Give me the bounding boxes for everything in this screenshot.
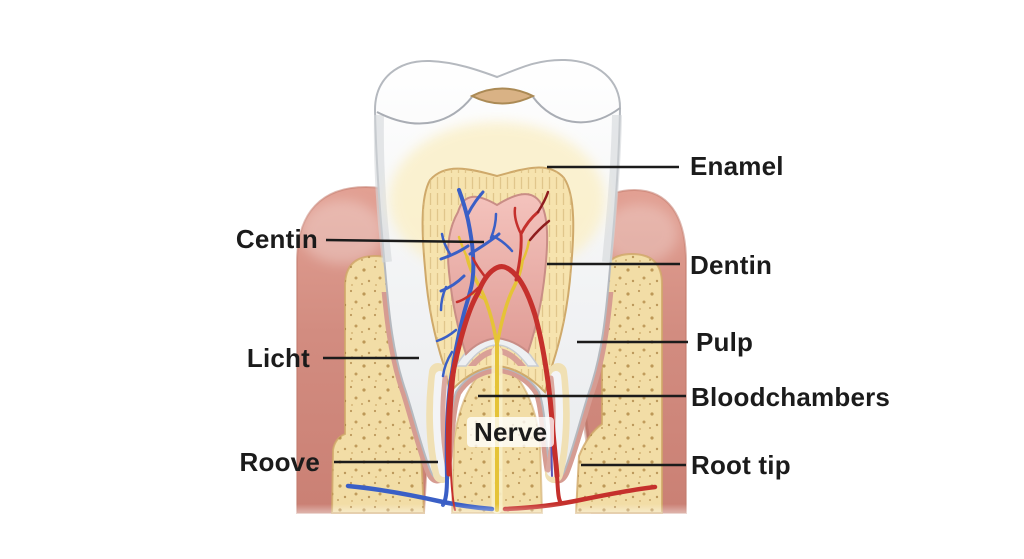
red-branch-2 (519, 210, 540, 236)
leader-centin (325, 238, 485, 244)
gum-left-highlight (300, 200, 384, 264)
label-root-tip: Root tip (691, 450, 791, 480)
blue-twig-1 (440, 232, 452, 256)
red-twig-1 (513, 206, 523, 236)
label-enamel: Enamel (690, 151, 784, 181)
blue-twig-6 (441, 350, 454, 378)
crown-shading (373, 87, 622, 263)
blue-twig-4 (491, 234, 514, 253)
bottom-fade (285, 504, 715, 526)
occlusal-cut-line-left (376, 96, 473, 125)
label-centin: Centin (235, 224, 318, 254)
red-twig-2 (455, 286, 480, 304)
leader-lines (323, 165, 688, 467)
blue-vessel-fork (466, 190, 485, 216)
label-nerve: Nerve (467, 417, 555, 447)
nerve-branch-left (465, 255, 499, 347)
crown-left-shade (373, 114, 392, 263)
label-pulp: Pulp (696, 327, 754, 357)
crown-right-shade (602, 114, 622, 263)
blue-branch-3 (468, 232, 501, 256)
bone-right-speckles (576, 254, 662, 513)
red-branch-1 (514, 232, 523, 282)
blue-branch-1 (439, 244, 470, 261)
blue-twig-2 (439, 285, 448, 312)
dark-red-twig-2 (536, 190, 550, 214)
nerve-branch-right (495, 260, 524, 347)
occlusal-groove (469, 87, 536, 105)
blue-branch-2 (439, 274, 466, 293)
label-licht: Licht (246, 343, 310, 373)
label-dentin: Dentin (690, 250, 773, 280)
occlusal-cut-line-right (532, 96, 621, 124)
dark-red-twig-1 (528, 219, 551, 242)
nerve-twig-2 (520, 239, 531, 264)
nerve-twig-1 (457, 235, 469, 259)
blue-twig-5 (435, 328, 458, 343)
red-twig-3 (471, 256, 488, 280)
furcation-dome-pink (468, 348, 526, 366)
label-roove: Roove (239, 447, 320, 477)
gum-right-highlight (602, 204, 678, 264)
left-canal-white (432, 371, 449, 477)
label-bloodchambers: Bloodchambers (691, 382, 891, 412)
red-thin-left-root (449, 369, 456, 475)
